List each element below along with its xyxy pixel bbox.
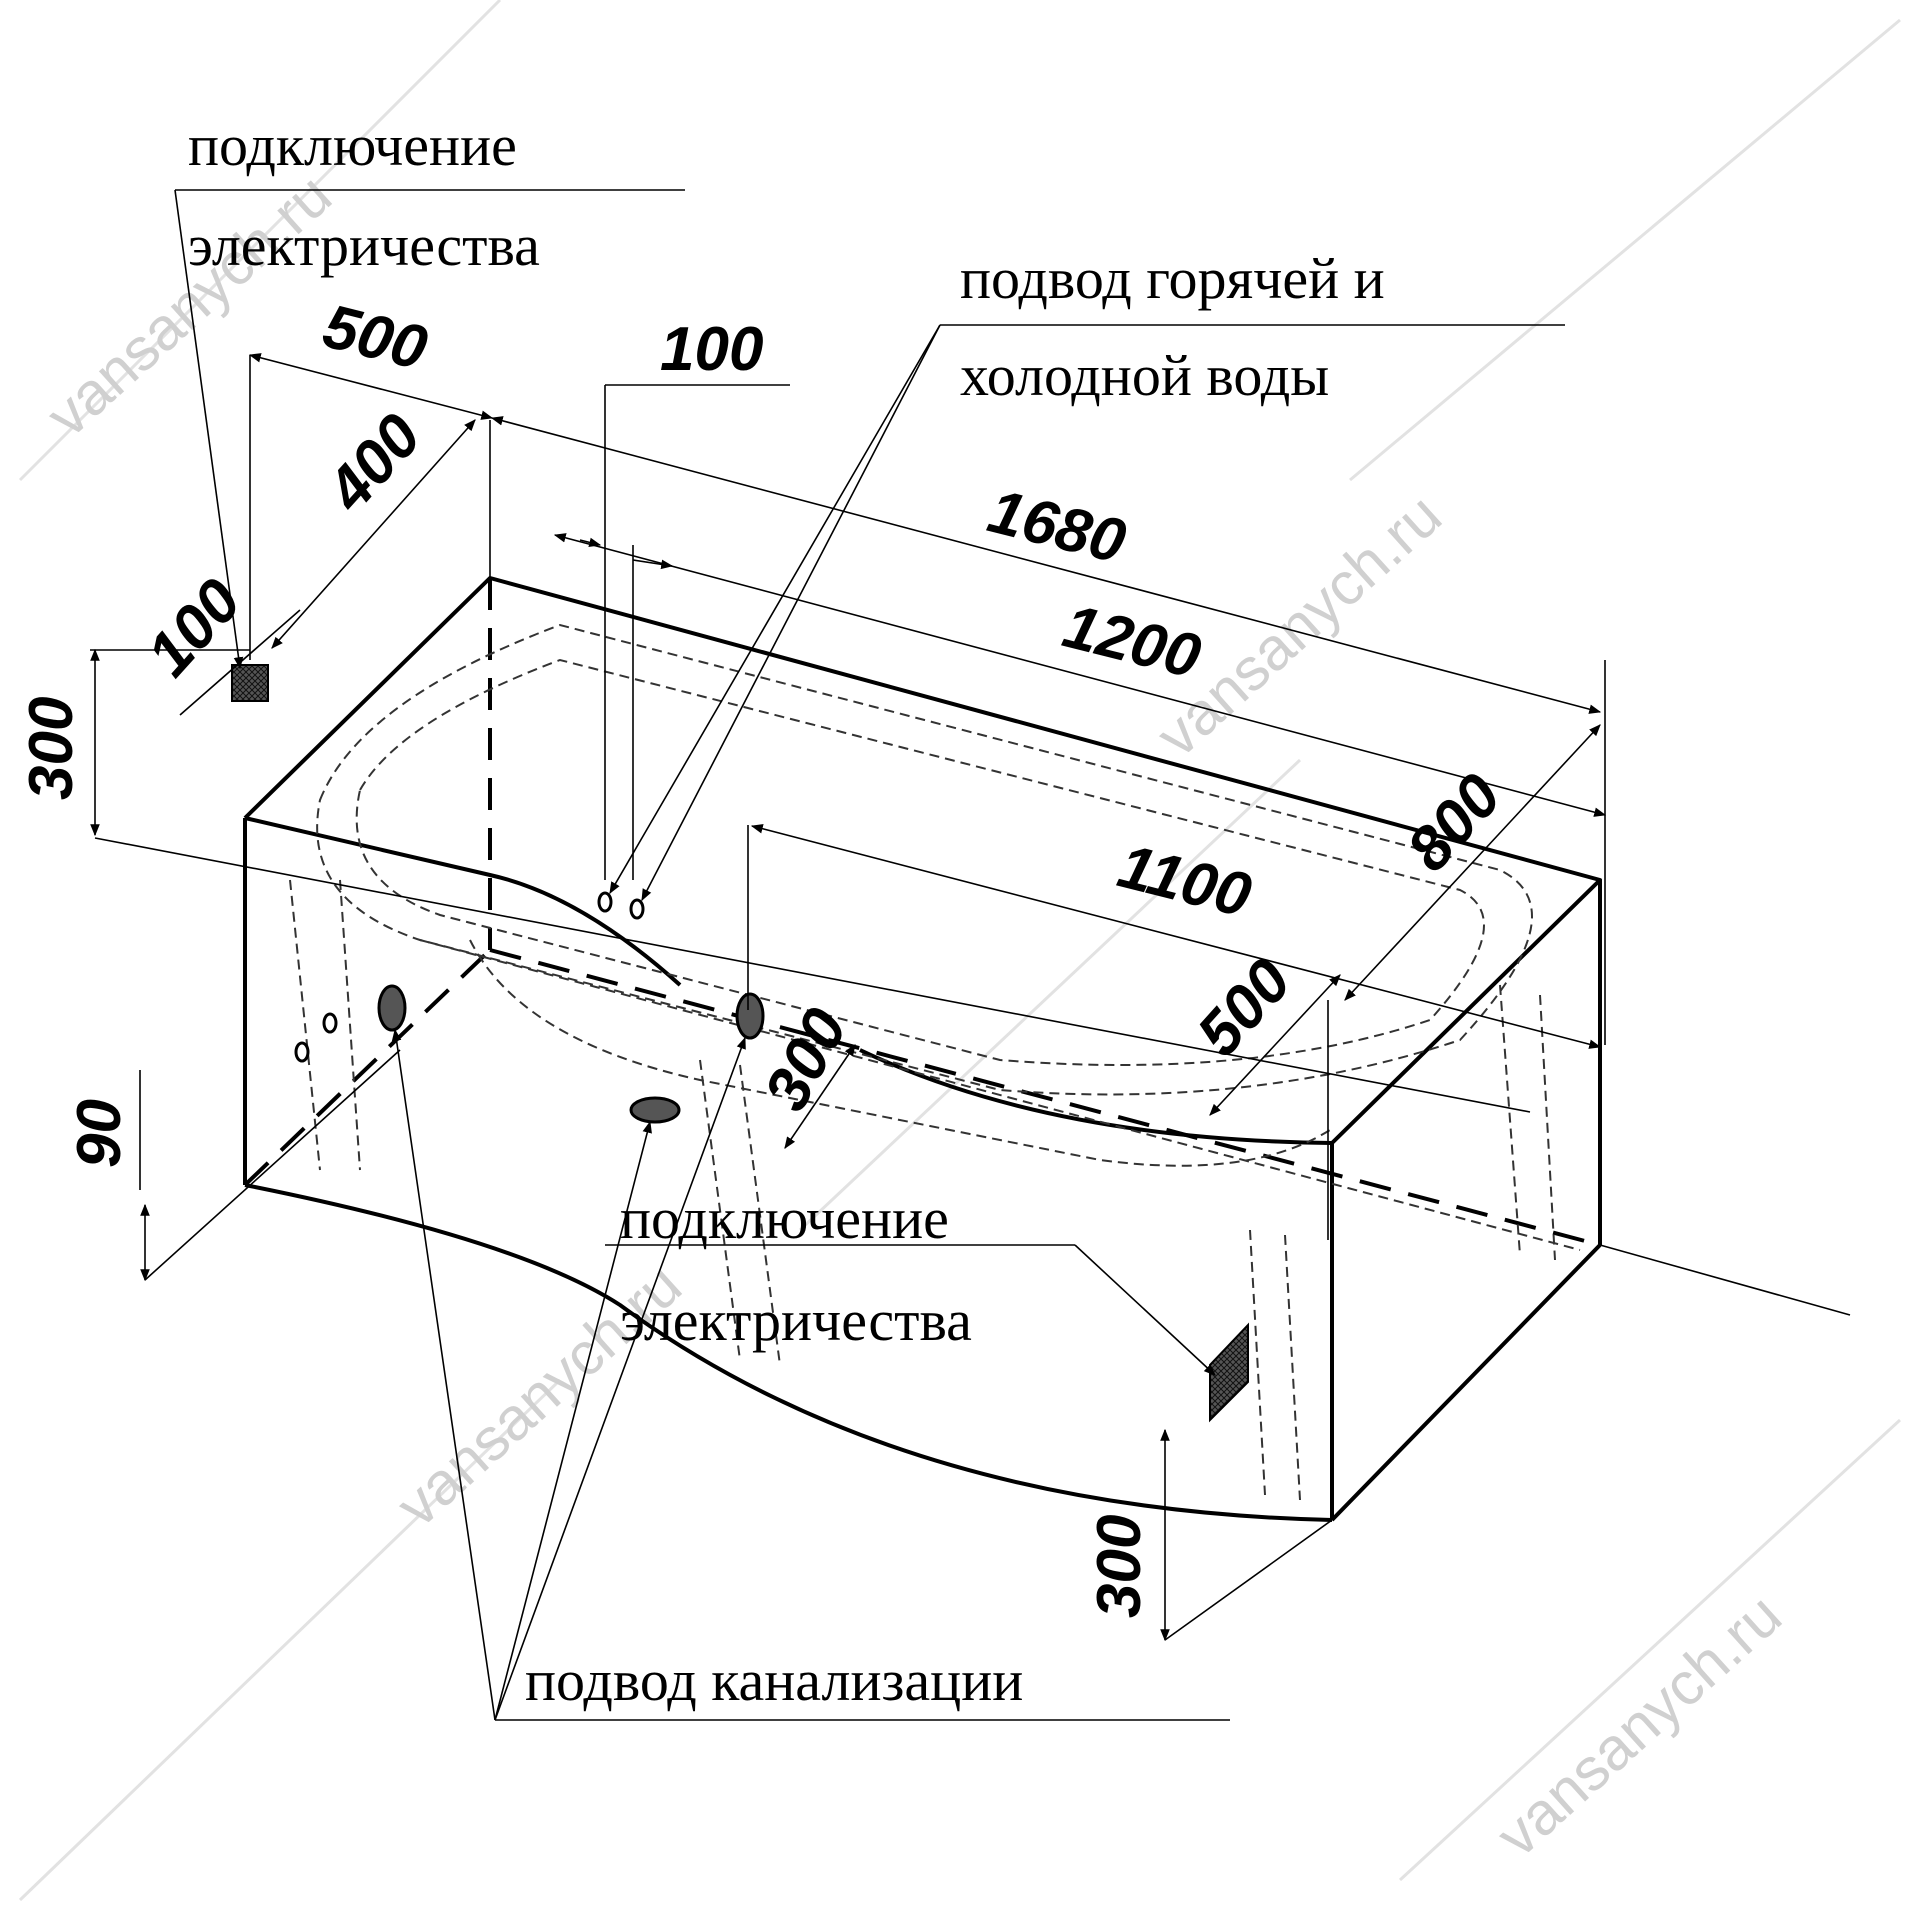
bath-hidden-bottom-left <box>243 948 492 1187</box>
dim-90: 90 <box>65 1099 134 1168</box>
label-electricity-top-line2: электричества <box>188 213 540 278</box>
arrow-electricity-bottom <box>1074 1244 1216 1376</box>
watermark-line <box>1349 18 1901 482</box>
bath-hidden-bottom-back <box>489 948 1601 1247</box>
electric-socket-left <box>231 664 269 702</box>
dim-1200: 1200 <box>1057 592 1208 692</box>
bath-front-rim-left <box>244 816 682 987</box>
arrow-electricity-top <box>174 189 244 670</box>
dim-line-800 <box>1344 724 1601 1001</box>
bath-front-rim-curve <box>859 1048 1333 1145</box>
dim-line-500-right <box>1209 974 1341 1116</box>
dim-line-100-top <box>632 559 674 570</box>
dim-line-1680 <box>490 416 1602 714</box>
arrow-water-cold <box>641 324 941 902</box>
dim-line-1100 <box>750 824 1602 1049</box>
sewer-outlet-left <box>377 984 407 1032</box>
label-electricity-top-line1: подключение <box>188 113 517 178</box>
label-leaders <box>174 189 1565 1721</box>
text-labels: подключение электричества подвод горячей… <box>188 113 1385 1713</box>
dim-300-mid: 300 <box>751 998 860 1122</box>
water-inlet-hot <box>597 891 613 913</box>
electric-socket-right <box>1209 1322 1249 1423</box>
ext-line <box>144 1049 401 1281</box>
arrow-sewer-bottom <box>494 1120 652 1721</box>
watermark-line <box>1398 1418 1902 1882</box>
bath-curved-front-bottom <box>244 1183 1333 1522</box>
dim-300-bottom: 300 <box>1085 1515 1154 1618</box>
floor-inlet-b <box>322 1012 338 1034</box>
tub-leg-left <box>289 879 361 1171</box>
watermark-text: vansanych.ru <box>34 161 344 450</box>
floor-inlet-a <box>294 1041 310 1063</box>
watermark-text: vansanych.ru <box>1484 1581 1794 1870</box>
arrow-sewer-mid <box>494 1036 746 1721</box>
ext-line <box>1164 1519 1333 1641</box>
fittings <box>231 664 1249 1423</box>
watermark-line <box>18 1378 562 1902</box>
dim-line-400 <box>271 419 476 649</box>
bath-top-rim <box>243 576 1602 1145</box>
arrow-sewer-left <box>391 1028 496 1721</box>
dim-300-left: 300 <box>17 697 86 800</box>
tub-leg-right <box>1499 984 1556 1261</box>
label-water-line2: холодной воды <box>960 343 1329 408</box>
label-sewer: подвод канализации <box>525 1648 1023 1713</box>
dim-1680: 1680 <box>982 477 1133 577</box>
sewer-outlet-bottom <box>629 1096 681 1124</box>
tub-leg-mid <box>699 1059 781 1366</box>
dim-500-top: 500 <box>317 292 434 384</box>
sewer-outlet-mid <box>735 992 765 1040</box>
label-electricity-bottom-line2: электричества <box>620 1288 972 1353</box>
dim-line-300-mid <box>784 1044 856 1149</box>
label-water-line1: подвод горячей и <box>960 246 1385 311</box>
dim-line-1200 <box>553 533 1607 817</box>
arrow-water-hot <box>609 324 941 895</box>
dim-line-100-top-b <box>579 537 602 548</box>
water-inlet-cold <box>629 898 645 920</box>
label-electricity-bottom-line1: подключение <box>620 1186 949 1251</box>
tub-frame-bar <box>419 939 1581 1251</box>
tub-leg-front <box>1249 1229 1301 1501</box>
dim-800: 800 <box>1394 761 1515 884</box>
dim-400: 400 <box>313 401 435 526</box>
tub-inner-rim-2 <box>355 658 1485 1066</box>
dimension-lines <box>90 353 1851 1642</box>
tub-bottom-curve <box>469 939 1331 1167</box>
dim-line-500-top <box>248 353 494 420</box>
watermark-line <box>18 0 502 482</box>
bath-right-bottom-edge <box>1330 1243 1602 1522</box>
ext-line <box>1599 1244 1851 1316</box>
dim-100-top: 100 <box>660 315 763 384</box>
